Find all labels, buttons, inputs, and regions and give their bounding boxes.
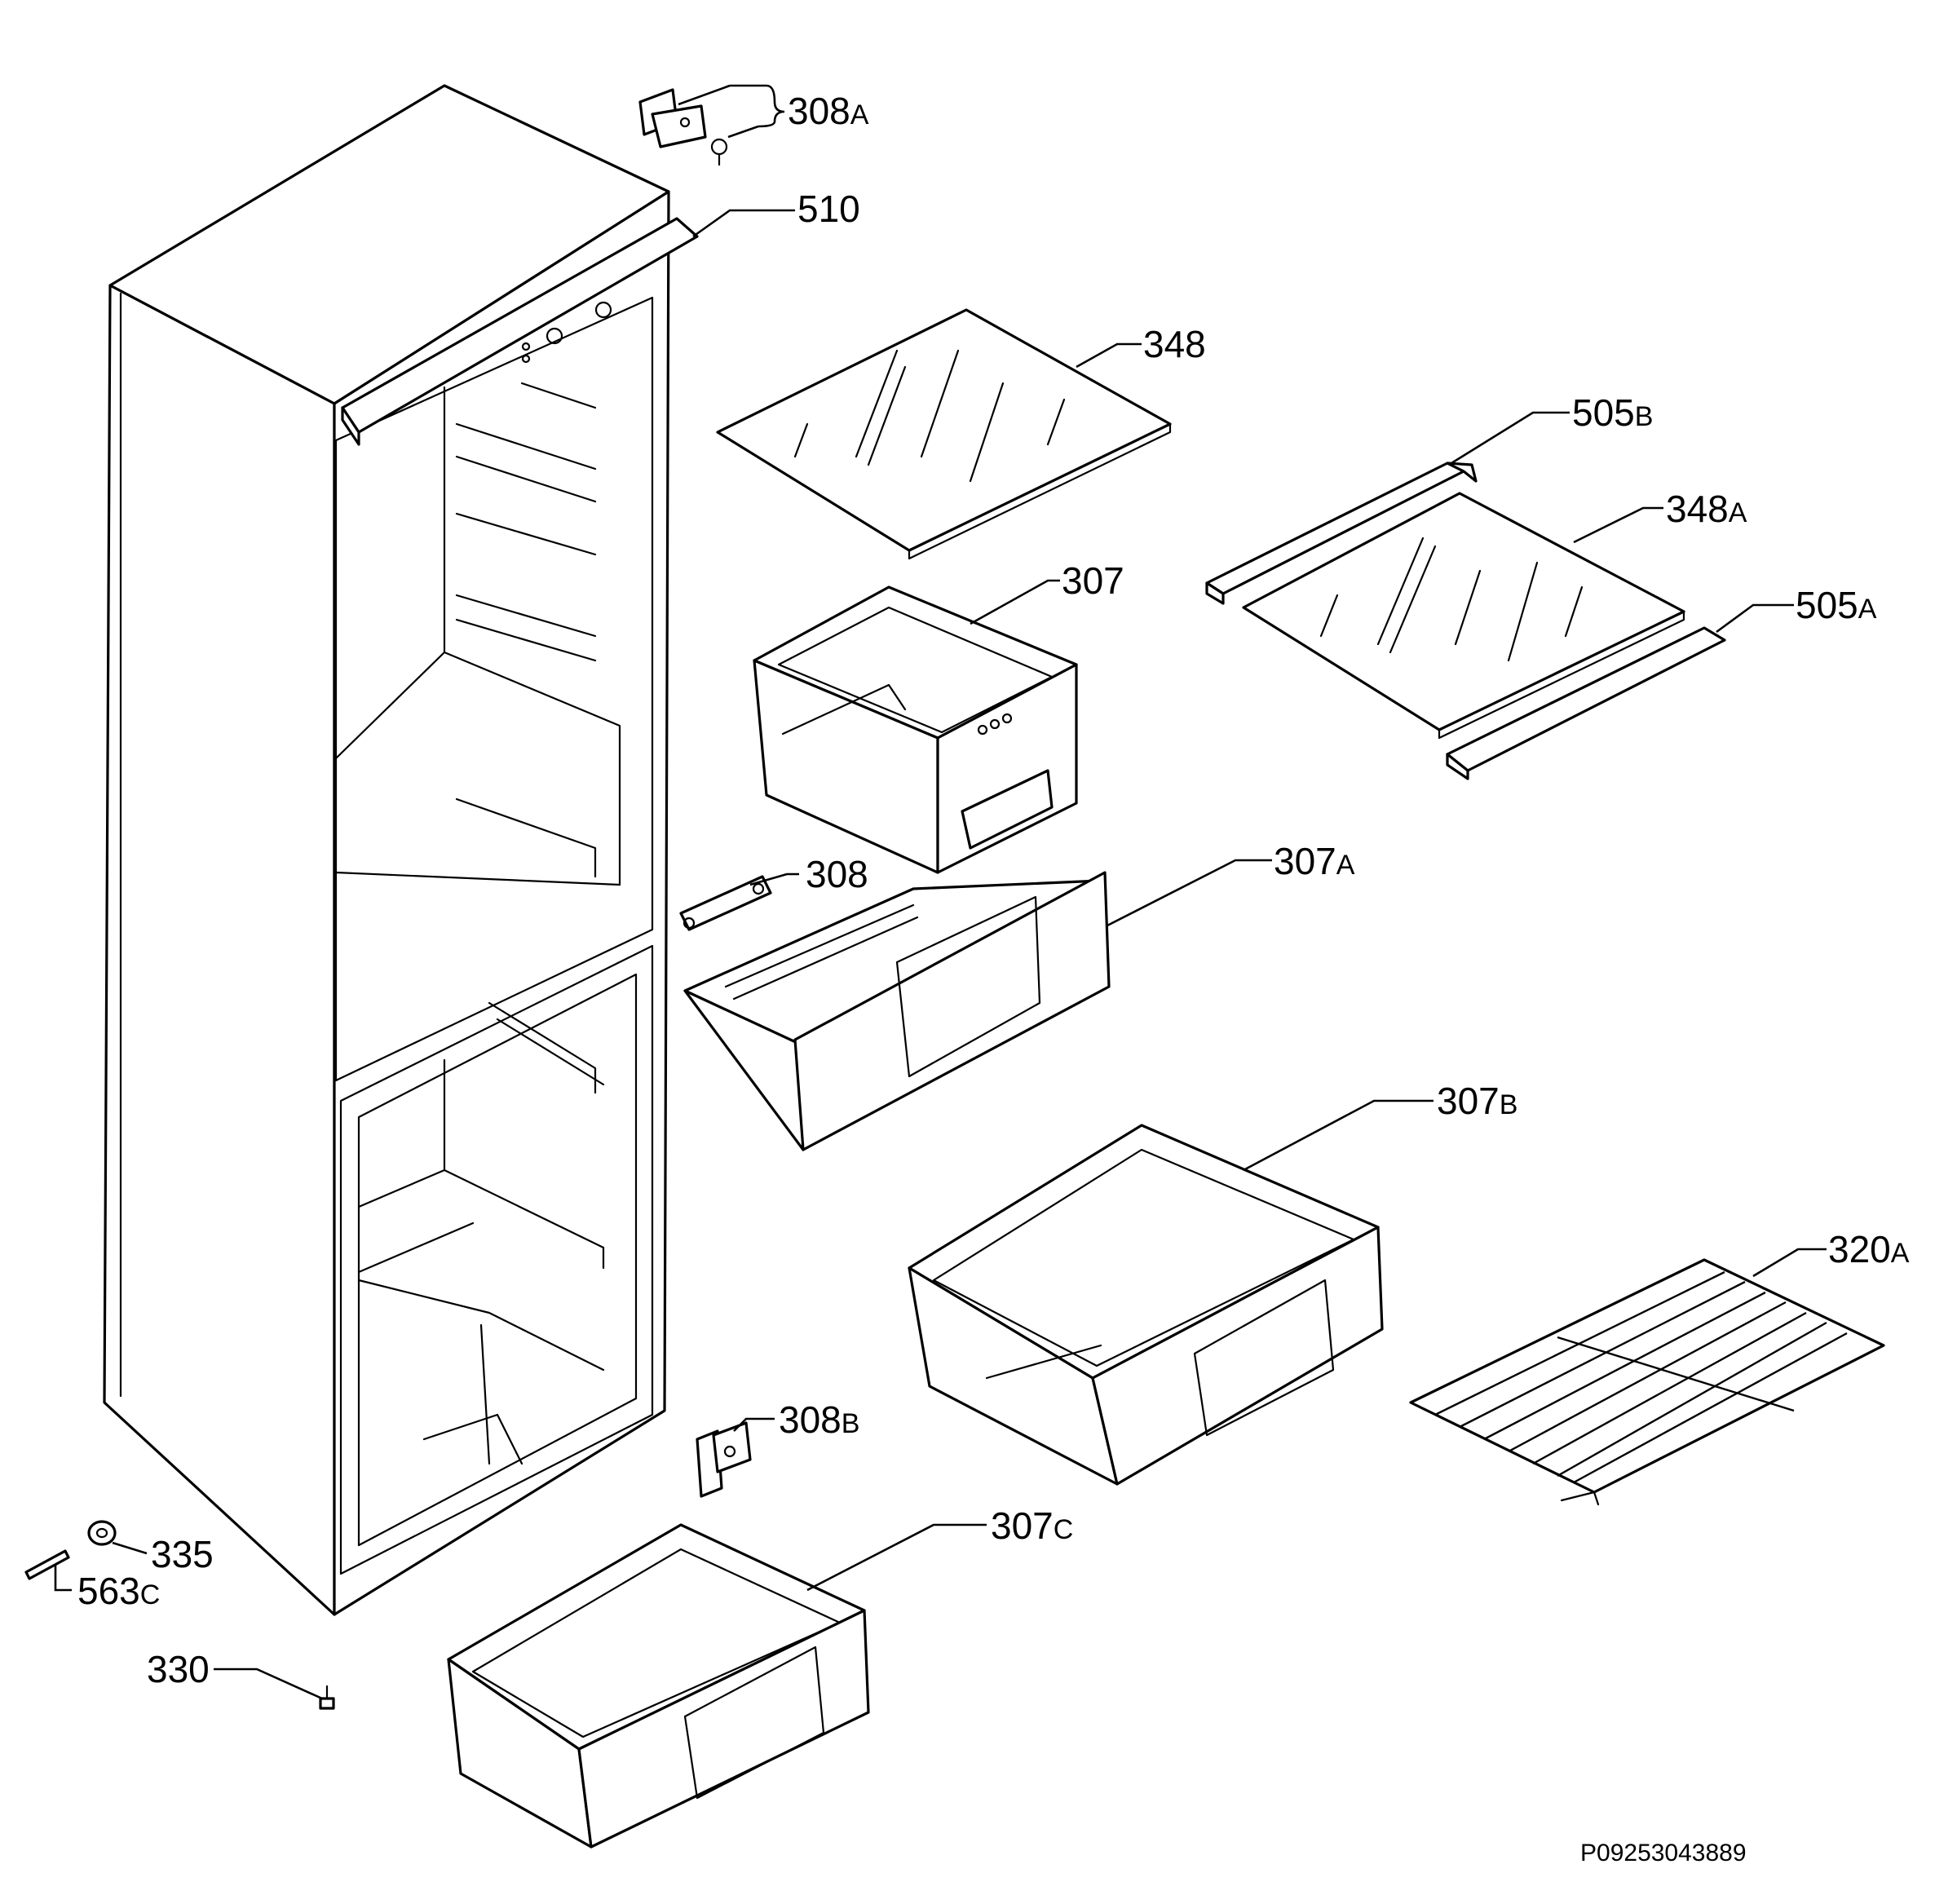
callout-307c: 307C <box>991 1504 1073 1547</box>
callout-320a: 320A <box>1828 1228 1910 1270</box>
drawer-307a <box>683 871 1111 1151</box>
foot-335 <box>87 1520 117 1546</box>
shelf-trim-505a <box>1446 626 1726 780</box>
callout-348a: 348A <box>1666 488 1747 530</box>
bracket-308b <box>696 1421 752 1498</box>
callout-510: 510 <box>797 188 860 230</box>
drawer-307b <box>908 1124 1384 1486</box>
callout-505b: 505B <box>1572 391 1653 434</box>
crisper-box-307 <box>753 585 1078 874</box>
rail-308 <box>679 875 772 931</box>
shelf-trim-505b <box>1205 462 1478 605</box>
callout-308: 308 <box>806 853 868 895</box>
leader-lines <box>54 84 1827 1700</box>
callout-labels: 308A 510 348 505B 348A 307 505A 308 307A… <box>77 90 1910 1690</box>
callout-308b: 308B <box>779 1398 859 1441</box>
screw-330 <box>319 1685 335 1710</box>
pin-563c <box>24 1549 70 1580</box>
callout-505a: 505A <box>1796 584 1877 626</box>
hinge-308a <box>638 88 728 166</box>
callout-330: 330 <box>147 1648 210 1690</box>
glass-shelf-348 <box>716 308 1172 560</box>
reference-code: P09253043889 <box>1580 1840 1747 1866</box>
fridge-cabinet <box>103 84 699 1616</box>
glass-shelf-348a <box>1242 492 1685 740</box>
callout-307a: 307A <box>1274 840 1355 882</box>
callout-307b: 307B <box>1437 1080 1517 1122</box>
drawer-307c <box>447 1523 870 1849</box>
callout-335: 335 <box>151 1533 214 1575</box>
callout-563c: 563C <box>77 1570 160 1612</box>
callout-348: 348 <box>1143 323 1206 365</box>
callout-307: 307 <box>1062 559 1124 602</box>
callout-308a: 308A <box>788 90 869 132</box>
wire-shelf-320a <box>1409 1258 1885 1506</box>
